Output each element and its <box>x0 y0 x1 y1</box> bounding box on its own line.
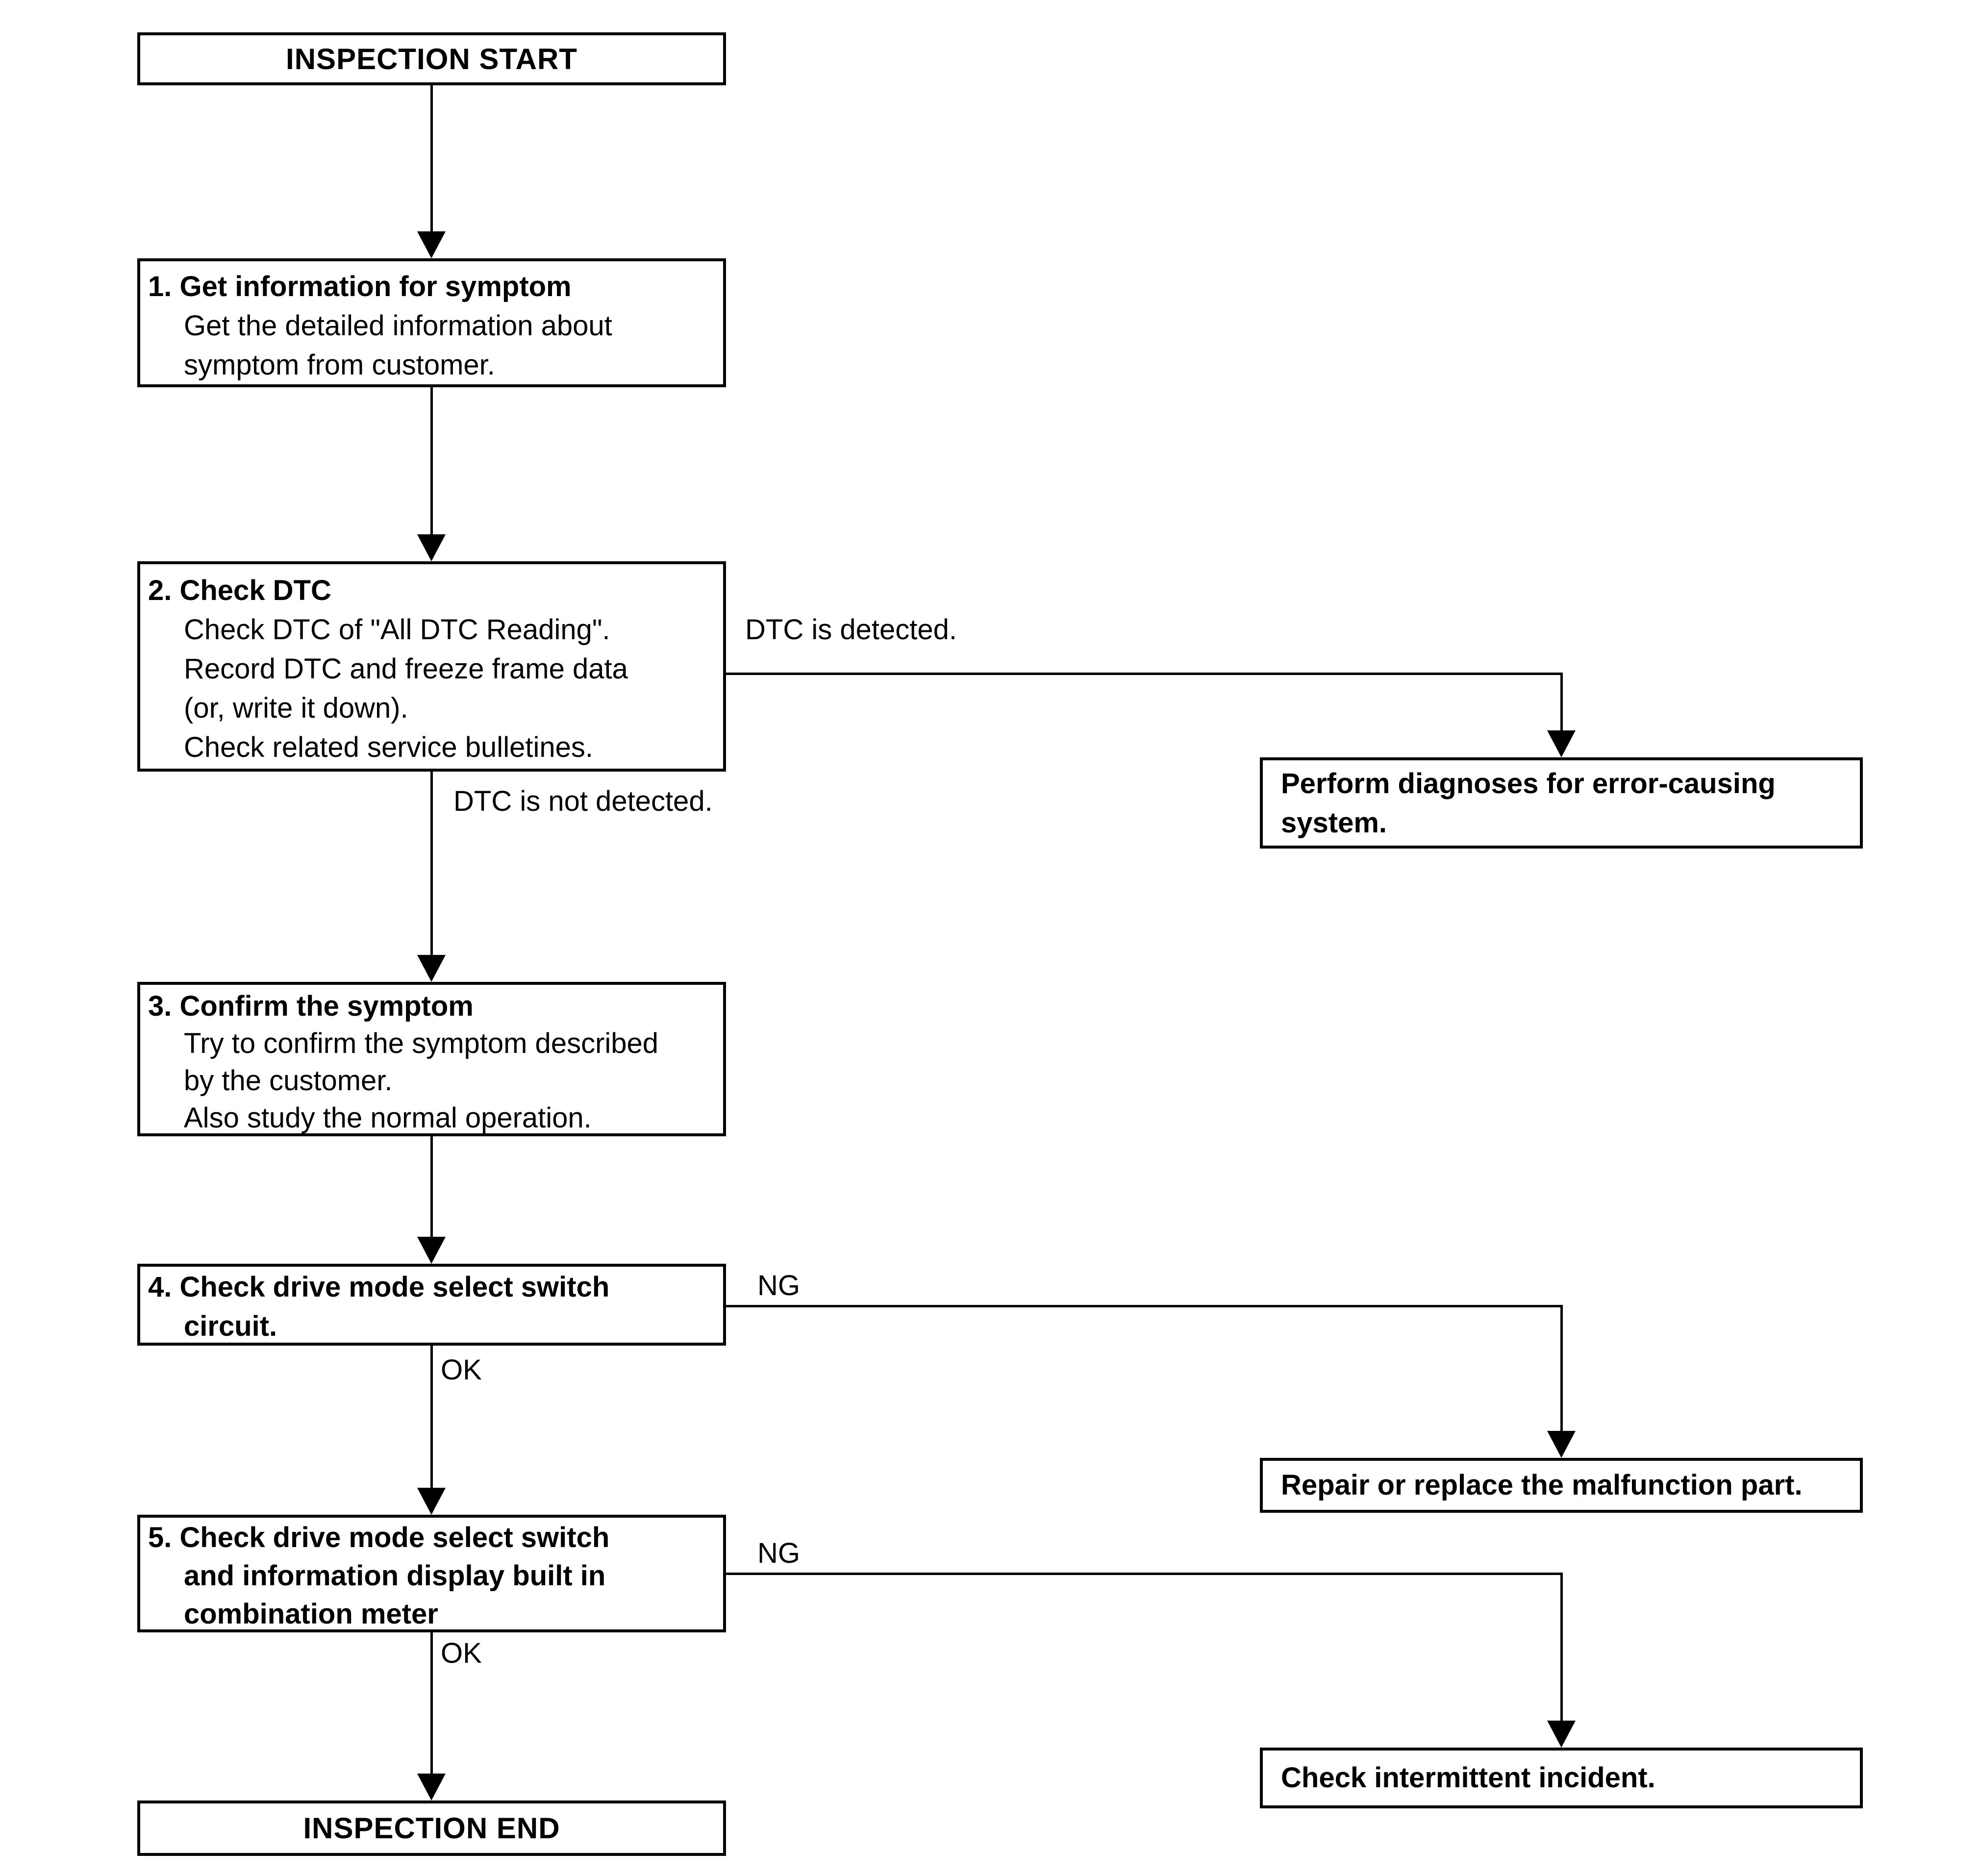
connector-line <box>430 1631 433 1775</box>
step-2-body-line: Record DTC and freeze frame data <box>184 653 628 685</box>
connector-line <box>726 673 1563 675</box>
connector-line <box>1560 1573 1563 1722</box>
outcome-line: Check intermittent incident. <box>1281 1762 1655 1794</box>
step-1-box: 1. Get information for symptom Get the d… <box>137 258 726 387</box>
connector-line <box>726 1573 1563 1575</box>
outcome-perform-diagnoses-box: Perform diagnoses for error-causing syst… <box>1260 757 1863 849</box>
step-2-title: 2. Check DTC <box>148 575 331 606</box>
arrow-down-icon <box>1547 1721 1576 1748</box>
step-5-title-continuation: combination meter <box>184 1598 438 1630</box>
step-1-body-line: symptom from customer. <box>184 349 495 381</box>
step-5-title-continuation: and information display built in <box>184 1560 606 1592</box>
edge-label-dtc-not-detected: DTC is not detected. <box>453 785 713 817</box>
arrow-down-icon <box>417 1774 446 1801</box>
arrow-down-icon <box>417 955 446 982</box>
step-4-box: 4. Check drive mode select switch circui… <box>137 1264 726 1346</box>
step-2-body-line: Check related service bulletines. <box>184 731 593 763</box>
step-3-body-line: Try to confirm the symptom described <box>184 1027 659 1059</box>
edge-label-step5-ok: OK <box>441 1637 482 1669</box>
connector-line <box>430 84 433 232</box>
connector-line <box>1560 1305 1563 1432</box>
step-4-title-continuation: circuit. <box>184 1310 277 1342</box>
arrow-down-icon <box>417 1488 446 1515</box>
arrow-down-icon <box>1547 730 1576 757</box>
outcome-repair-replace-box: Repair or replace the malfunction part. <box>1260 1458 1863 1513</box>
step-4-title: 4. Check drive mode select switch <box>148 1271 610 1303</box>
step-1-title: 1. Get information for symptom <box>148 271 572 302</box>
inspection-start-node: INSPECTION START <box>137 32 726 85</box>
connector-line <box>430 771 433 956</box>
step-5-title: 5. Check drive mode select switch <box>148 1522 610 1553</box>
edge-label-step4-ng: NG <box>757 1270 800 1301</box>
step-3-box: 3. Confirm the symptom Try to confirm th… <box>137 982 726 1136</box>
arrow-down-icon <box>417 231 446 258</box>
connector-line <box>430 1135 433 1238</box>
edge-label-step4-ok: OK <box>441 1354 482 1386</box>
arrow-down-icon <box>417 1237 446 1264</box>
outcome-line: Perform diagnoses for error-causing <box>1281 768 1776 800</box>
outcome-line: system. <box>1281 807 1387 839</box>
step-3-body-line: by the customer. <box>184 1065 393 1097</box>
arrow-down-icon <box>1547 1431 1576 1458</box>
edge-label-dtc-detected: DTC is detected. <box>745 614 957 646</box>
step-3-body-line: Also study the normal operation. <box>184 1102 592 1134</box>
connector-line <box>430 386 433 535</box>
inspection-end-label: INSPECTION END <box>303 1812 560 1845</box>
step-1-body-line: Get the detailed information about <box>184 310 612 342</box>
edge-label-step5-ng: NG <box>757 1537 800 1569</box>
connector-line <box>430 1345 433 1489</box>
inspection-end-node: INSPECTION END <box>137 1801 726 1856</box>
step-2-body-line: (or, write it down). <box>184 692 408 724</box>
inspection-start-label: INSPECTION START <box>286 42 577 75</box>
outcome-line: Repair or replace the malfunction part. <box>1281 1469 1803 1501</box>
outcome-check-intermittent-box: Check intermittent incident. <box>1260 1748 1863 1808</box>
connector-line <box>726 1305 1563 1307</box>
arrow-down-icon <box>417 534 446 561</box>
step-3-title: 3. Confirm the symptom <box>148 990 474 1022</box>
connector-line <box>1560 673 1563 731</box>
step-2-box: 2. Check DTC Check DTC of "All DTC Readi… <box>137 561 726 772</box>
step-5-box: 5. Check drive mode select switch and in… <box>137 1515 726 1632</box>
step-2-body-line: Check DTC of "All DTC Reading". <box>184 614 610 646</box>
